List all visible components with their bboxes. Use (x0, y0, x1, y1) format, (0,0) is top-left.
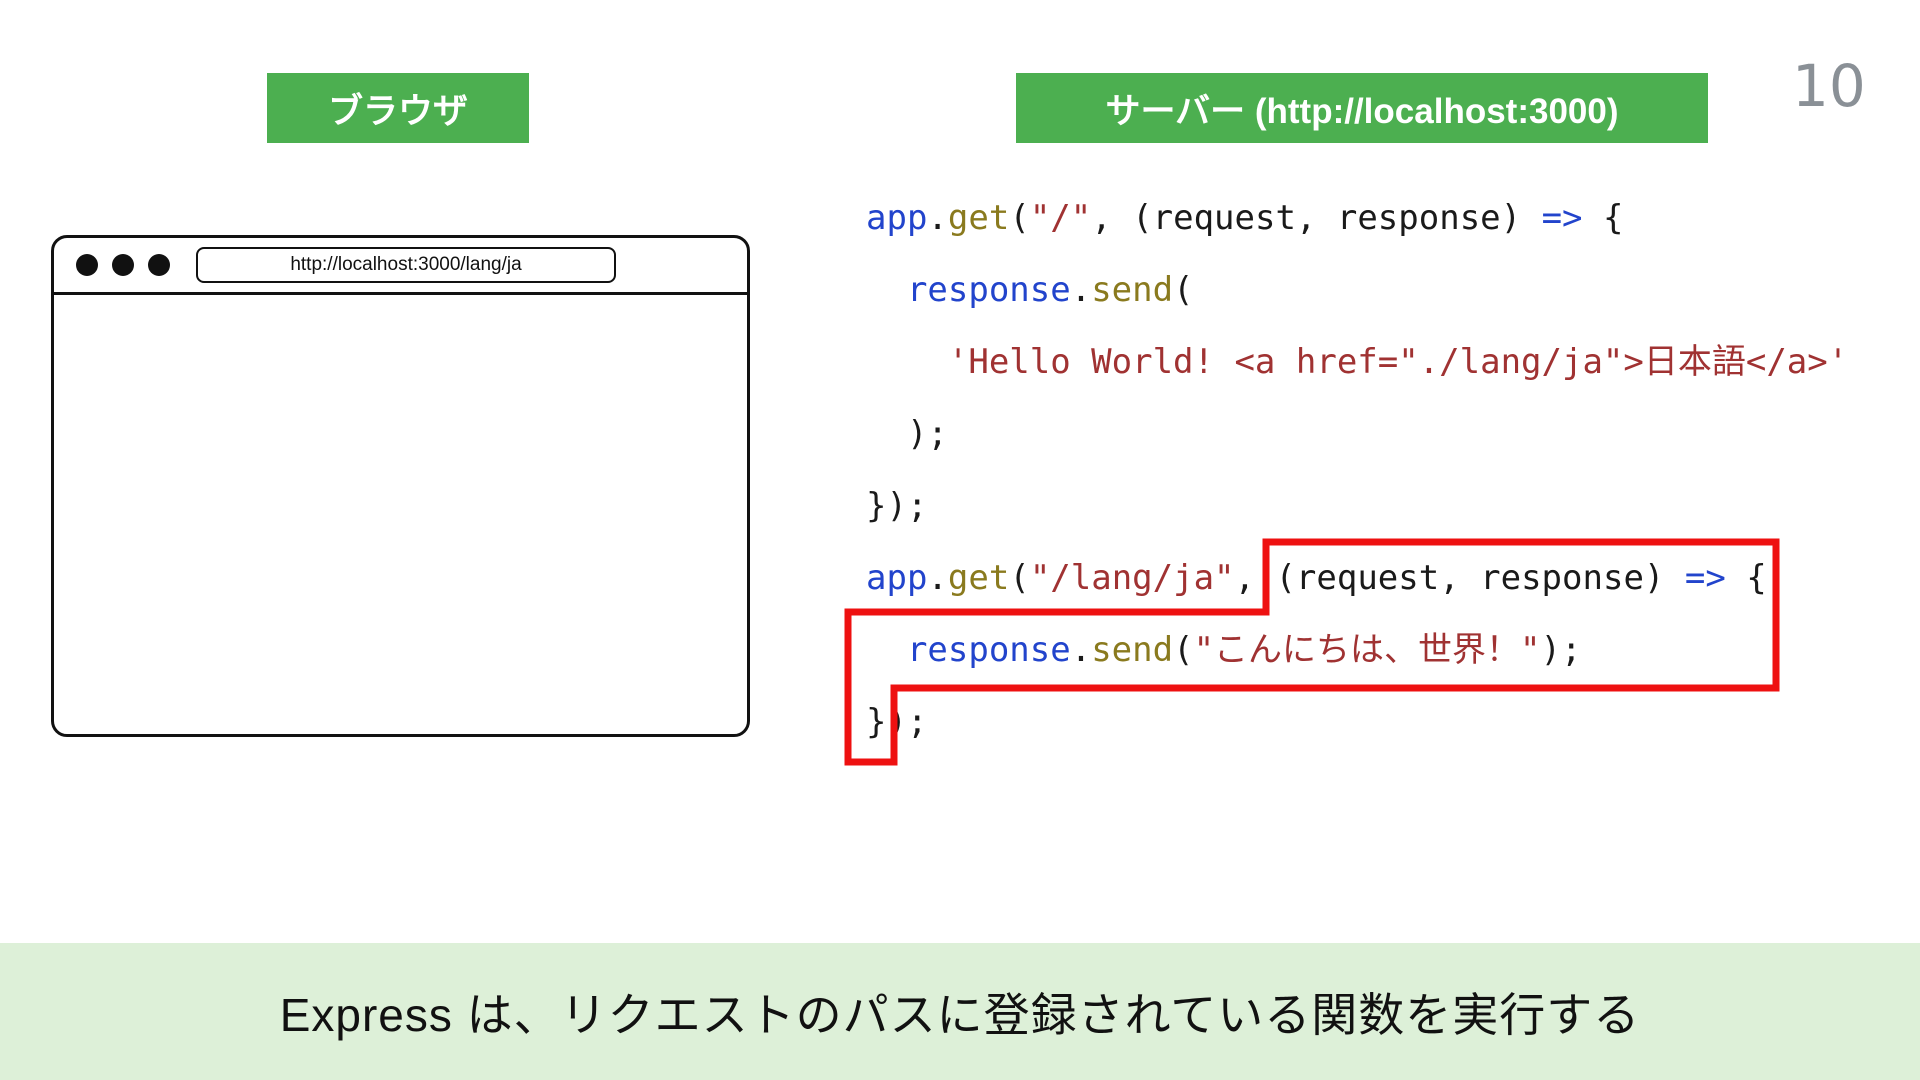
code-line: response.send("こんにちは、世界！"); (866, 614, 1848, 686)
browser-titlebar: http://localhost:3000/lang/ja (54, 238, 747, 295)
code-token: ( (1009, 198, 1030, 238)
code-token: => (1541, 198, 1583, 238)
code-token: ( (1173, 630, 1194, 670)
code-line: ); (866, 398, 1848, 470)
code-token (866, 270, 907, 310)
window-control-dot-icon (148, 254, 170, 276)
url-bar: http://localhost:3000/lang/ja (196, 247, 616, 283)
code-block: app.get("/", (request, response) => { re… (866, 182, 1848, 758)
browser-header-label: ブラウザ (267, 73, 529, 143)
code-line: }); (866, 686, 1848, 758)
code-token: , (request, response) (1091, 198, 1542, 238)
code-token: "こんにちは、世界！" (1193, 630, 1541, 670)
code-token: . (927, 198, 948, 238)
code-token: app (866, 198, 928, 238)
code-token: response (906, 630, 1071, 670)
code-token: }); (866, 702, 928, 742)
window-control-dot-icon (112, 254, 134, 276)
server-header-text: サーバー (http://localhost:3000) (1105, 91, 1619, 131)
code-line: app.get("/", (request, response) => { (866, 182, 1848, 254)
code-token: app (866, 558, 928, 598)
code-token: => (1684, 558, 1726, 598)
footer-banner: Express は、リクエストのパスに登録されている関数を実行する (0, 943, 1920, 1080)
code-token: , (request, response) (1234, 558, 1685, 598)
code-token: { (1582, 198, 1624, 238)
browser-window-mockup: http://localhost:3000/lang/ja (51, 235, 750, 737)
code-token: ); (866, 414, 948, 454)
code-token: . (1070, 630, 1092, 670)
code-token: . (1070, 270, 1092, 310)
code-token: }); (866, 486, 928, 526)
code-token: ( (1173, 270, 1194, 310)
code-line: response.send( (866, 254, 1848, 326)
code-token: ); (1540, 630, 1582, 670)
code-token: get (947, 558, 1010, 598)
code-token: { (1725, 558, 1767, 598)
code-token: get (947, 198, 1010, 238)
code-token (866, 630, 907, 670)
code-token: send (1091, 630, 1174, 670)
code-token: "/lang/ja" (1029, 558, 1235, 598)
url-text: http://localhost:3000/lang/ja (290, 254, 522, 275)
code-line: app.get("/lang/ja", (request, response) … (866, 542, 1848, 614)
code-token: . (927, 558, 948, 598)
page-number: 10 (1792, 52, 1866, 120)
code-token: "/" (1029, 198, 1092, 238)
server-header-label: サーバー (http://localhost:3000) (1016, 73, 1708, 143)
code-line: }); (866, 470, 1848, 542)
code-token: response (906, 270, 1071, 310)
code-token: 'Hello World! <a href="./lang/ja">日本語</a… (947, 342, 1849, 382)
window-control-dot-icon (76, 254, 98, 276)
footer-text: Express は、リクエストのパスに登録されている関数を実行する (279, 988, 1641, 1041)
code-line: 'Hello World! <a href="./lang/ja">日本語</a… (866, 326, 1848, 398)
code-token (866, 342, 948, 382)
code-token: send (1091, 270, 1174, 310)
code-token: ( (1009, 558, 1030, 598)
browser-header-text: ブラウザ (327, 91, 468, 131)
